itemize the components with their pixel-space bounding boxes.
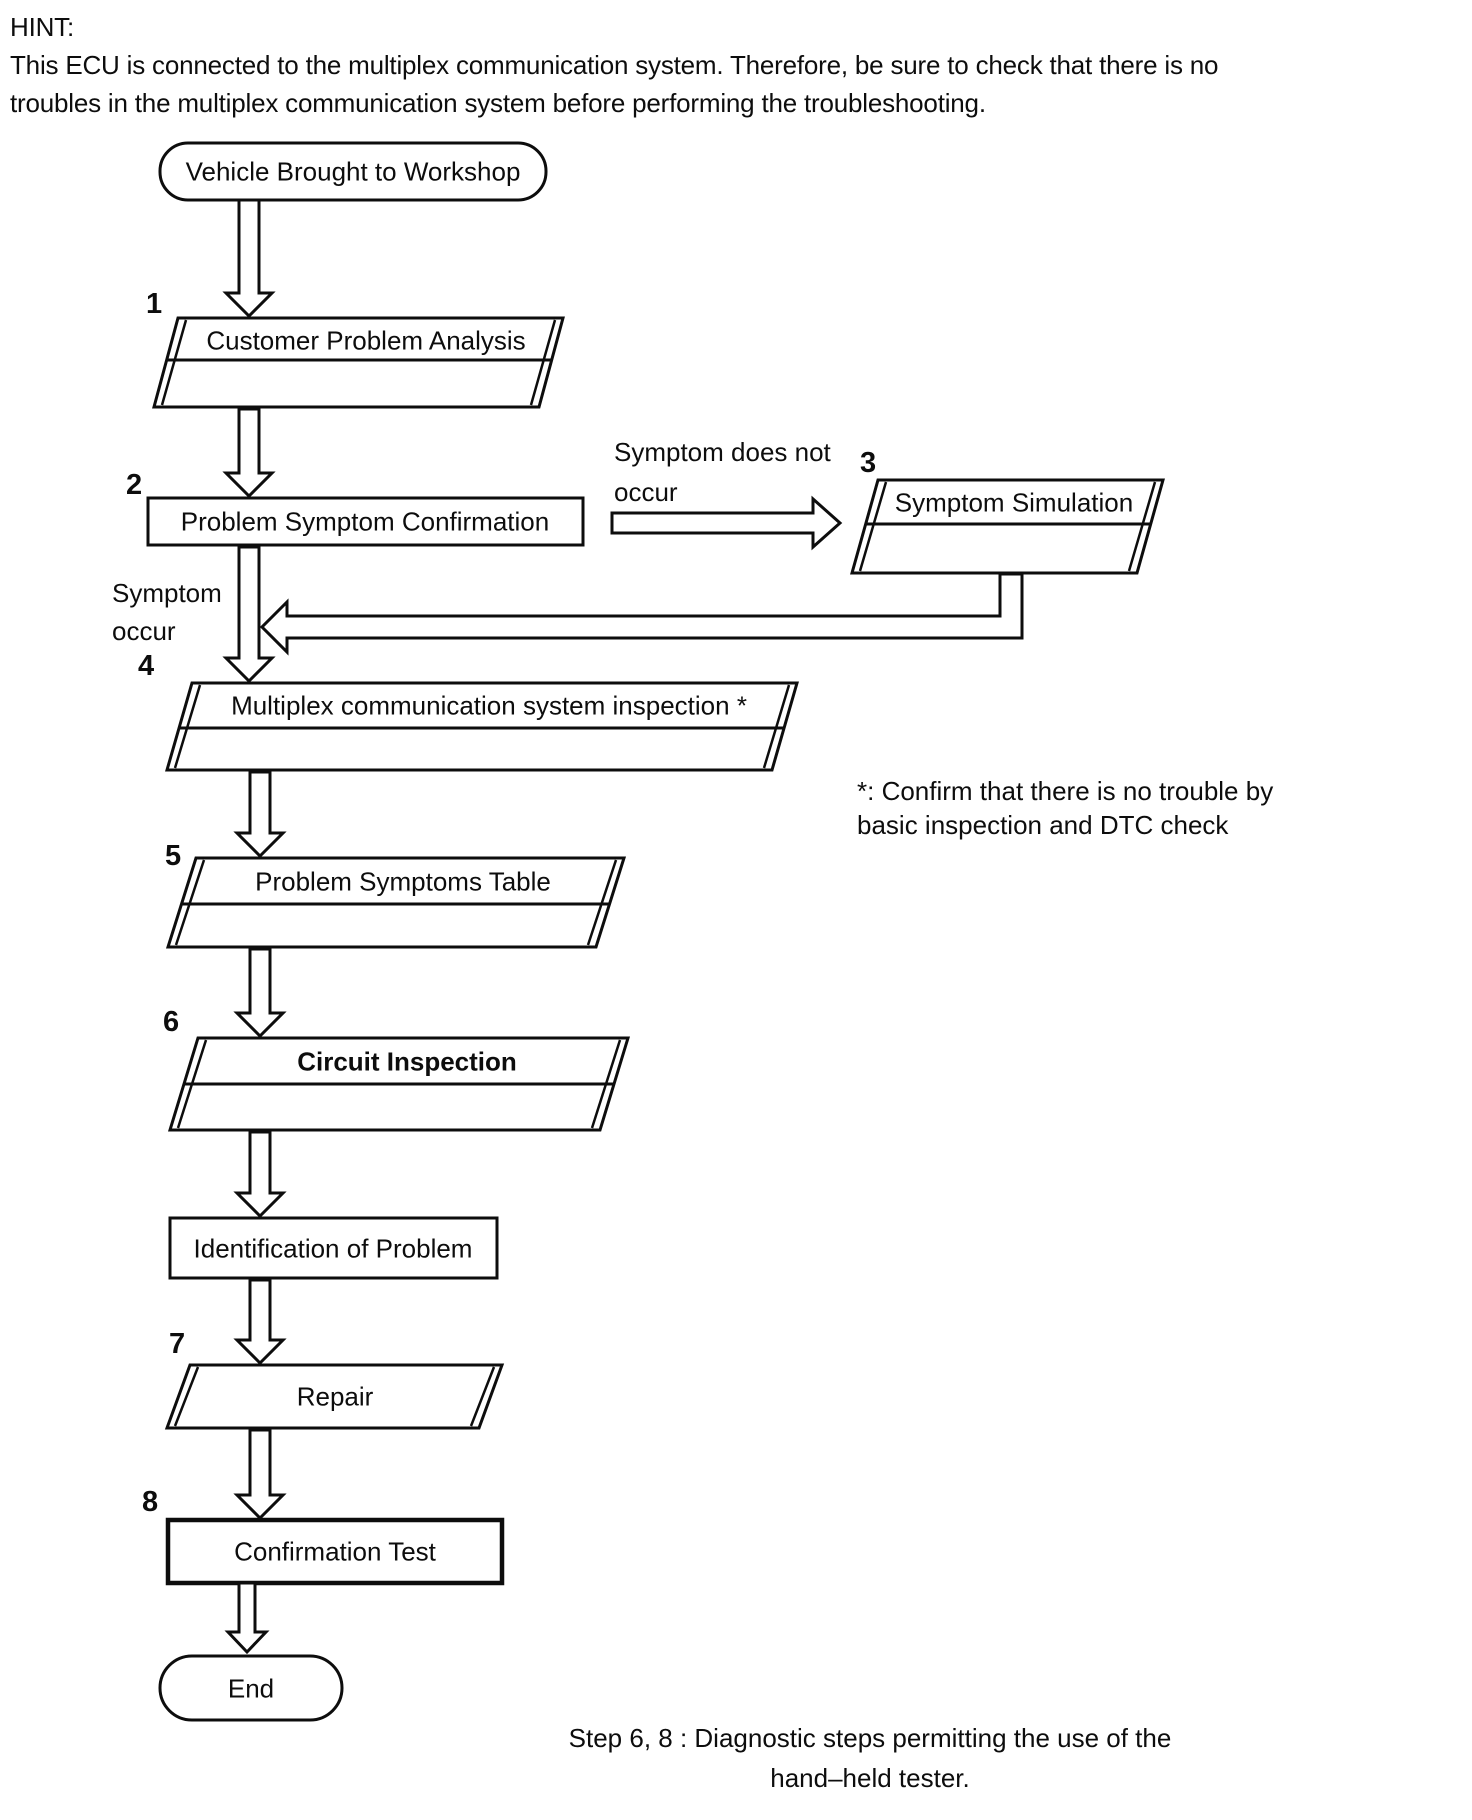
step1-inner-edge-left [160,319,188,406]
step2-label: Problem Symptom Confirmation [180,506,550,537]
end-terminal-shape [158,1654,344,1722]
step1-number: 1 [146,288,163,320]
identification-process-shape [168,1216,499,1280]
figure-caption-line-1: Step 6, 8 : Diagnostic steps permitting … [568,1723,1172,1753]
branch-no-symptom-line-1: Symptom does not [614,437,831,467]
flow-arrow-8 [233,1428,287,1521]
step2-process-shape [146,496,585,547]
step7-inner-edge-left [173,1366,200,1427]
branch-symptom-line-2: occur [112,616,176,646]
flow-arrow-5 [233,947,287,1039]
step3-inner-edge-left [858,481,888,572]
flow-arrow-3 [222,545,276,684]
step7-inner-edge-right [469,1366,496,1427]
step6-label: Circuit Inspection [297,1046,517,1077]
return-arrow [259,572,1024,656]
figure-caption-line-2: hand–held tester. [770,1763,970,1793]
step3-screen-shape [850,478,1165,575]
step4-number: 4 [138,650,155,682]
flow-arrow-6 [233,1130,287,1219]
step8-process-shape [165,1517,505,1586]
step3-number: 3 [860,447,877,479]
hint-line-2: troubles in the multiplex communication … [10,88,986,118]
step3-inner-edge-right [1127,481,1157,572]
step7-label: Repair [296,1381,374,1412]
branch-arrow-right [610,495,843,551]
hint-title: HINT: [10,12,75,42]
step8-number: 8 [142,1486,159,1518]
step4-label: Multiplex communication system inspectio… [231,690,747,721]
flow-arrow-2 [222,407,276,499]
hint-block: HINT: This ECU is connected to the multi… [10,8,1219,122]
step2-number: 2 [126,469,143,501]
step7-number: 7 [169,1328,186,1360]
hint-line-1: This ECU is connected to the multiplex c… [10,50,1219,80]
flow-arrow-7 [233,1278,287,1366]
figure-caption: Step 6, 8 : Diagnostic steps permitting … [490,1718,1250,1798]
flow-arrow-1 [222,198,276,319]
start-terminal-shape [158,141,548,202]
footnote-line-1: *: Confirm that there is no trouble by [857,776,1274,806]
flow-arrow-9 [224,1581,270,1655]
step7-screen-shape [164,1363,505,1430]
footnote-line-2: basic inspection and DTC check [857,810,1229,840]
step3-label: Symptom Simulation [894,487,1134,518]
identification-label: Identification of Problem [193,1233,473,1264]
start-terminal-label: Vehicle Brought to Workshop [185,156,521,187]
end-terminal-label: End [227,1673,275,1704]
step1-label: Customer Problem Analysis [206,325,526,356]
branch-symptom-line-1: Symptom [112,578,222,608]
step5-label: Problem Symptoms Table [255,866,551,897]
branch-no-symptom-line-2: occur [614,477,678,507]
flow-arrow-4 [233,770,287,859]
step1-inner-edge-right [529,319,557,406]
step6-number: 6 [163,1006,180,1038]
step1-screen-shape [152,316,565,409]
step5-number: 5 [165,840,182,872]
step8-label: Confirmation Test [234,1536,436,1567]
